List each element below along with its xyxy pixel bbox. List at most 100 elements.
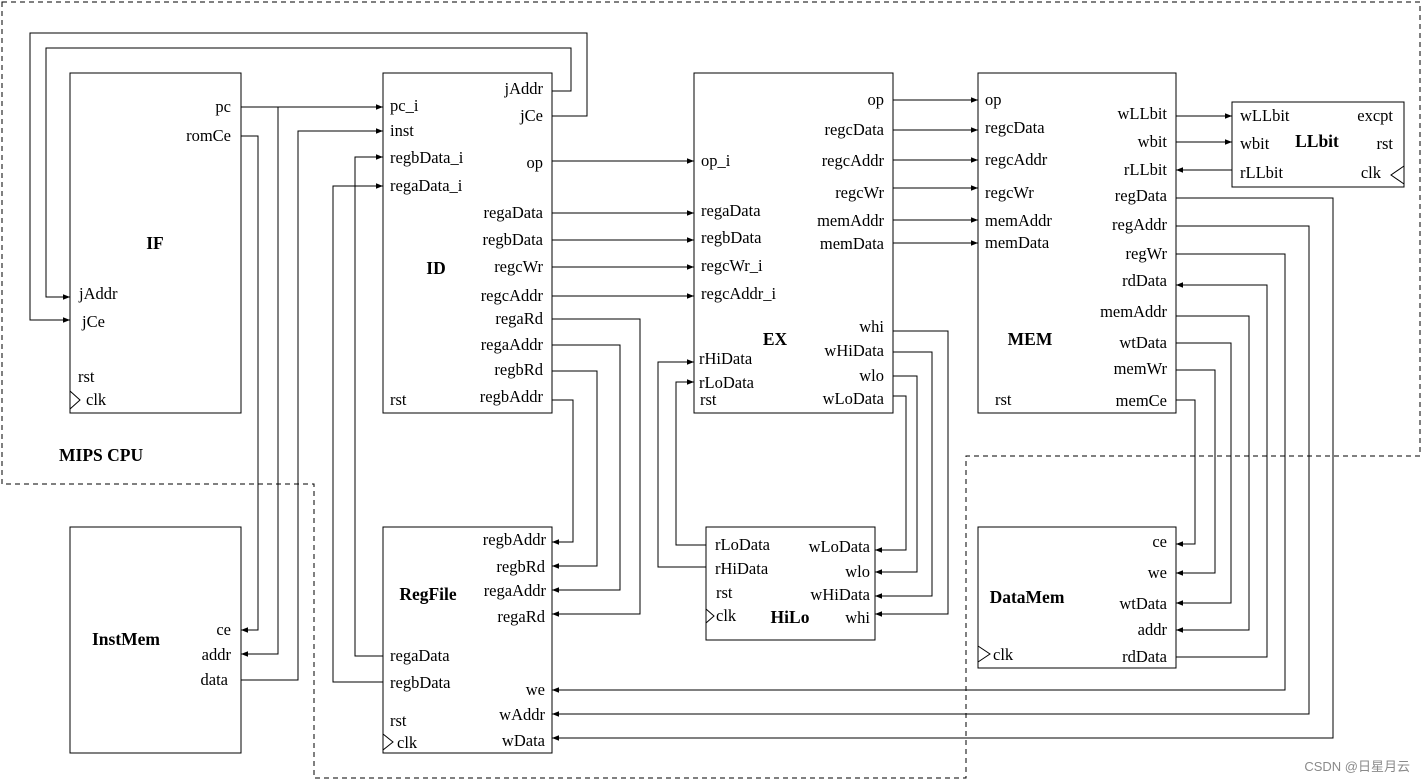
mem-memaddr-in-port: memAddr (985, 211, 1052, 230)
if-title: IF (146, 233, 164, 253)
id-rst-port: rst (390, 390, 407, 409)
id-regadata-port: regaData (483, 203, 543, 222)
ex-rst-port: rst (700, 390, 717, 409)
regfile-waddr-port: wAddr (499, 705, 545, 724)
llbit-wllbit-port: wLLbit (1240, 106, 1290, 125)
instmem-addr-port: addr (202, 645, 232, 664)
ex-module: EX op_i regaData regbData regcWr_i regcA… (693, 72, 894, 414)
hilo-whi-port: whi (845, 608, 870, 627)
ex-wlodata-port: wLoData (823, 389, 885, 408)
id-jce-port: jCe (519, 106, 543, 125)
mem-regaddr-port: regAddr (1112, 215, 1167, 234)
regfile-clock-icon (382, 733, 394, 751)
id-regaaddr-port: regaAddr (481, 335, 544, 354)
llbit-clock-icon (1390, 165, 1405, 185)
regfile-regard-port: regaRd (497, 607, 545, 626)
hilo-title: HiLo (771, 607, 810, 627)
hilo-rst-port: rst (716, 583, 733, 602)
regfile-regbdata-port: regbData (390, 673, 451, 692)
ex-title: EX (763, 329, 788, 349)
mem-wbit-port: wbit (1138, 132, 1168, 151)
ex-memaddr-port: memAddr (817, 211, 884, 230)
hilo-clock-icon (705, 608, 715, 624)
ex-whidata-port: wHiData (824, 341, 884, 360)
mem-rddata-port: rdData (1122, 271, 1168, 290)
ex-whi-port: whi (859, 317, 884, 336)
llbit-title: LLbit (1295, 131, 1339, 151)
datamem-wtdata-port: wtData (1119, 594, 1167, 613)
if-romce-port: romCe (186, 126, 231, 145)
instmem-title: InstMem (92, 629, 160, 649)
watermark: CSDN @日星月云 (1304, 759, 1410, 774)
id-regbaddr-port: regbAddr (480, 387, 544, 406)
regfile-we-port: we (526, 680, 545, 699)
regfile-wdata-port: wData (502, 731, 546, 750)
ex-regcaddr-i-port: regcAddr_i (701, 284, 777, 303)
mem-wtdata-port: wtData (1119, 333, 1167, 352)
ex-regcwr-i-port: regcWr_i (701, 256, 763, 275)
hilo-rlodata-port: rLoData (715, 535, 771, 554)
ex-op-port: op (868, 90, 885, 109)
ex-regcwr-port: regcWr (835, 183, 884, 202)
ex-regbdata-port: regbData (701, 228, 762, 247)
regfile-regbaddr-port: regbAddr (483, 530, 547, 549)
mem-regcdata-port: regcData (985, 118, 1045, 137)
id-pc-i-port: pc_i (390, 96, 419, 115)
if-pc-port: pc (215, 97, 231, 116)
llbit-rst-port: rst (1377, 134, 1394, 153)
ex-rhidata-port: rHiData (699, 349, 753, 368)
ex-memdata-port: memData (820, 234, 885, 253)
ex-regcaddr-port: regcAddr (822, 151, 885, 170)
mem-regwr-port: regWr (1126, 244, 1168, 263)
id-regbrd-port: regbRd (494, 360, 543, 379)
if-jaddr-port: jAddr (78, 284, 118, 303)
id-regadata-i-port: regaData_i (390, 176, 463, 195)
hilo-module: HiLo rLoData rHiData rst clk wLoData wlo… (705, 526, 876, 641)
datamem-rddata-port: rdData (1122, 647, 1168, 666)
mem-op-port: op (985, 90, 1002, 109)
mem-memdata-port: memData (985, 233, 1050, 252)
mem-wllbit-port: wLLbit (1118, 104, 1168, 123)
ex-regcdata-port: regcData (824, 120, 884, 139)
if-rst-port: rst (78, 367, 95, 386)
regfile-regadata-port: regaData (390, 646, 450, 665)
llbit-wbit-port: wbit (1240, 134, 1270, 153)
regfile-rst-port: rst (390, 711, 407, 730)
hilo-wlo-port: wlo (845, 562, 870, 581)
regfile-module: RegFile regbAddr regbRd regaAddr regaRd … (382, 526, 553, 754)
hilo-wlodata-port: wLoData (809, 537, 871, 556)
hilo-rhidata-port: rHiData (715, 559, 769, 578)
instmem-module: InstMem ce addr data (69, 526, 242, 754)
hilo-whidata-port: wHiData (810, 585, 870, 604)
mem-rst-port: rst (995, 390, 1012, 409)
if-clk-port: clk (86, 390, 107, 409)
id-module: ID pc_i inst regbData_i regaData_i rst j… (382, 72, 553, 414)
ex-wlo-port: wlo (859, 366, 884, 385)
instmem-data-port: data (201, 670, 229, 689)
datamem-ce-port: ce (1152, 532, 1167, 551)
id-regbdata-port: regbData (483, 230, 544, 249)
llbit-excpt-port: excpt (1357, 106, 1393, 125)
id-op-port: op (527, 153, 544, 172)
ex-rlodata-port: rLoData (699, 373, 755, 392)
mem-memwr-port: memWr (1114, 359, 1168, 378)
mem-regdata-port: regData (1115, 186, 1168, 205)
regfile-title: RegFile (399, 584, 457, 604)
if-clock-icon (69, 390, 81, 410)
id-regbdata-i-port: regbData_i (390, 148, 464, 167)
datamem-we-port: we (1148, 563, 1167, 582)
cpu-region-label: MIPS CPU (59, 445, 143, 465)
datamem-title: DataMem (990, 587, 1065, 607)
instmem-ce-port: ce (216, 620, 231, 639)
regfile-clk-port: clk (397, 733, 418, 752)
ex-op-i-port: op_i (701, 151, 731, 170)
hilo-clk-port: clk (716, 606, 737, 625)
regfile-regbrd-port: regbRd (496, 557, 545, 576)
id-regcwr-port: regcWr (494, 257, 543, 276)
mem-regcaddr-port: regcAddr (985, 150, 1048, 169)
if-module: IF pc romCe jAddr jCe rst clk (69, 72, 242, 414)
datamem-clk-port: clk (993, 645, 1014, 664)
mem-title: MEM (1008, 329, 1053, 349)
